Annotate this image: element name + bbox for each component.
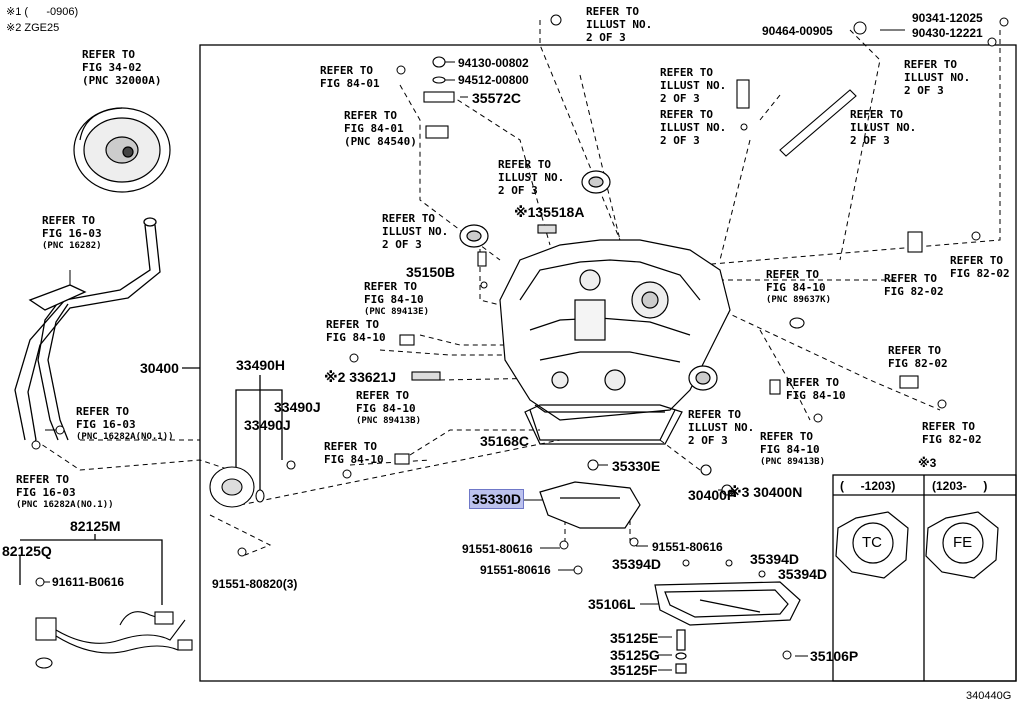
part-33621J[interactable]: ※2 33621J [324, 369, 397, 385]
legend-col1-mark: TC [862, 534, 882, 551]
wire-harness [35, 611, 193, 669]
part-35125F[interactable]: 35125F [610, 662, 658, 678]
part-35106L[interactable]: 35106L [588, 596, 636, 612]
part-35330E[interactable]: 35330E [612, 458, 661, 474]
oil-pan [654, 581, 801, 626]
strainer [539, 481, 641, 529]
part-91551-80616-a[interactable]: 91551-80616 [462, 542, 533, 556]
part-82125M[interactable]: 82125M [70, 518, 121, 534]
part-33490J-b[interactable]: 33490J [244, 417, 291, 433]
part-94512-00800[interactable]: 94512-00800 [458, 73, 529, 87]
transaxle-case [499, 239, 731, 441]
drawing-id: 340440G [966, 690, 1012, 702]
part-35168C[interactable]: 35168C [480, 433, 530, 449]
part-91551-80616-b[interactable]: 91551-80616 [652, 540, 723, 554]
part-90430-12221[interactable]: 90430-12221 [912, 26, 983, 40]
legend-col2-header: (1203- ) [932, 479, 988, 493]
oil-cooler-hoses [14, 217, 161, 441]
part-91551-80616-c[interactable]: 91551-80616 [480, 563, 551, 577]
part-94130-00802[interactable]: 94130-00802 [458, 56, 529, 70]
part-35330D[interactable]: 35330D [468, 489, 525, 509]
part-33490J-a[interactable]: 33490J [274, 399, 321, 415]
part-30400P[interactable]: 30400P [688, 487, 737, 503]
torque-converter [73, 107, 171, 193]
part-35106P[interactable]: 35106P [810, 648, 859, 664]
part-135518A[interactable]: ※135518A [514, 204, 585, 220]
note-2: ※2 ZGE25 [6, 22, 60, 34]
part-35394D-c[interactable]: 35394D [778, 566, 828, 582]
part-35394D-b[interactable]: 35394D [750, 551, 800, 567]
part-35125E[interactable]: 35125E [610, 630, 659, 646]
part-35394D-a[interactable]: 35394D [612, 556, 662, 572]
part-30400[interactable]: 30400 [140, 360, 179, 376]
part-35150B[interactable]: 35150B [406, 264, 456, 280]
drain-plug [675, 629, 687, 674]
part-33490H[interactable]: 33490H [236, 357, 286, 373]
note-1: ※1 ( -0906) [6, 6, 79, 18]
assembly-frame [199, 44, 1017, 682]
part-91551-80820[interactable]: 91551-80820(3) [212, 577, 298, 591]
legend-title: ※3 [918, 456, 937, 470]
part-30400N[interactable]: ※3 30400N [728, 484, 803, 500]
part-90341-12025[interactable]: 90341-12025 [912, 11, 983, 25]
oil-pan-gasket [524, 404, 683, 445]
part-91611-B0616[interactable]: 91611-B0616 [52, 575, 125, 589]
legend-col1-header: ( -1203) [840, 479, 896, 493]
part-35572C[interactable]: 35572C [472, 90, 522, 106]
part-82125Q[interactable]: 82125Q [2, 543, 52, 559]
part-35125G[interactable]: 35125G [610, 647, 660, 663]
legend-col2-mark: FE [953, 534, 973, 551]
part-90464-00905[interactable]: 90464-00905 [762, 24, 833, 38]
